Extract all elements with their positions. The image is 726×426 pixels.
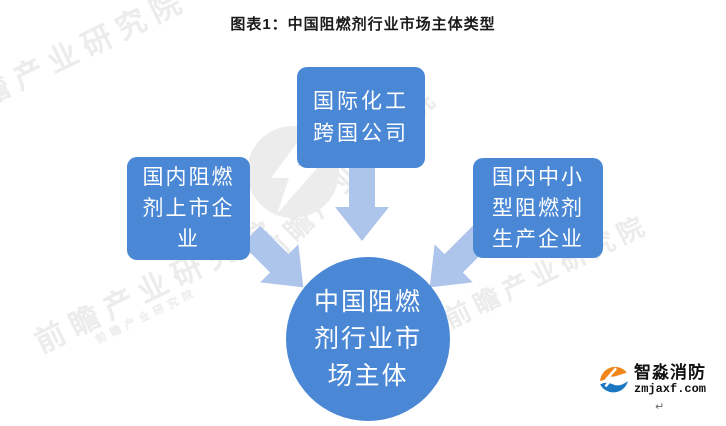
paragraph-return-mark: ↵ (655, 401, 665, 413)
brand-footer: 智淼消防 zmjaxf.com (598, 363, 706, 396)
node-label-line: 业 (177, 228, 200, 251)
brand-name: 智淼消防 (634, 363, 706, 382)
node-label-line: 型阻燃剂 (492, 196, 584, 220)
node-label-line: 国内中小 (492, 165, 584, 189)
node-label-line: 剂上市企 (142, 197, 235, 220)
brand-domain: zmjaxf.com (634, 382, 707, 396)
node-label-line: 中国阻燃 (313, 287, 422, 316)
node-label-line: 剂行业市 (313, 324, 422, 353)
zhimiao-logo-icon (599, 364, 629, 394)
node-domestic-listed-companies: 国内阻燃 剂上市企 业 (127, 157, 250, 260)
page-title: 图表1：中国阻燃剂行业市场主体类型 (230, 16, 496, 33)
node-label-line: 生产企业 (492, 227, 584, 251)
node-label-line: 国内阻燃 (142, 166, 235, 189)
brand-text-block: 智淼消防 zmjaxf.com (634, 363, 706, 396)
arrow-down-icon (335, 167, 389, 241)
node-domestic-sme-producers: 国内中小 型阻燃剂 生产企业 (473, 158, 603, 258)
node-international-chemical-multinationals: 国际化工 跨国公司 (297, 67, 425, 168)
node-market-entities-center: 中国阻燃 剂行业市 场主体 (286, 257, 450, 421)
node-label-line: 国际化工 (313, 89, 409, 113)
node-label-line: 场主体 (327, 361, 409, 390)
node-label-line: 跨国公司 (313, 121, 409, 145)
